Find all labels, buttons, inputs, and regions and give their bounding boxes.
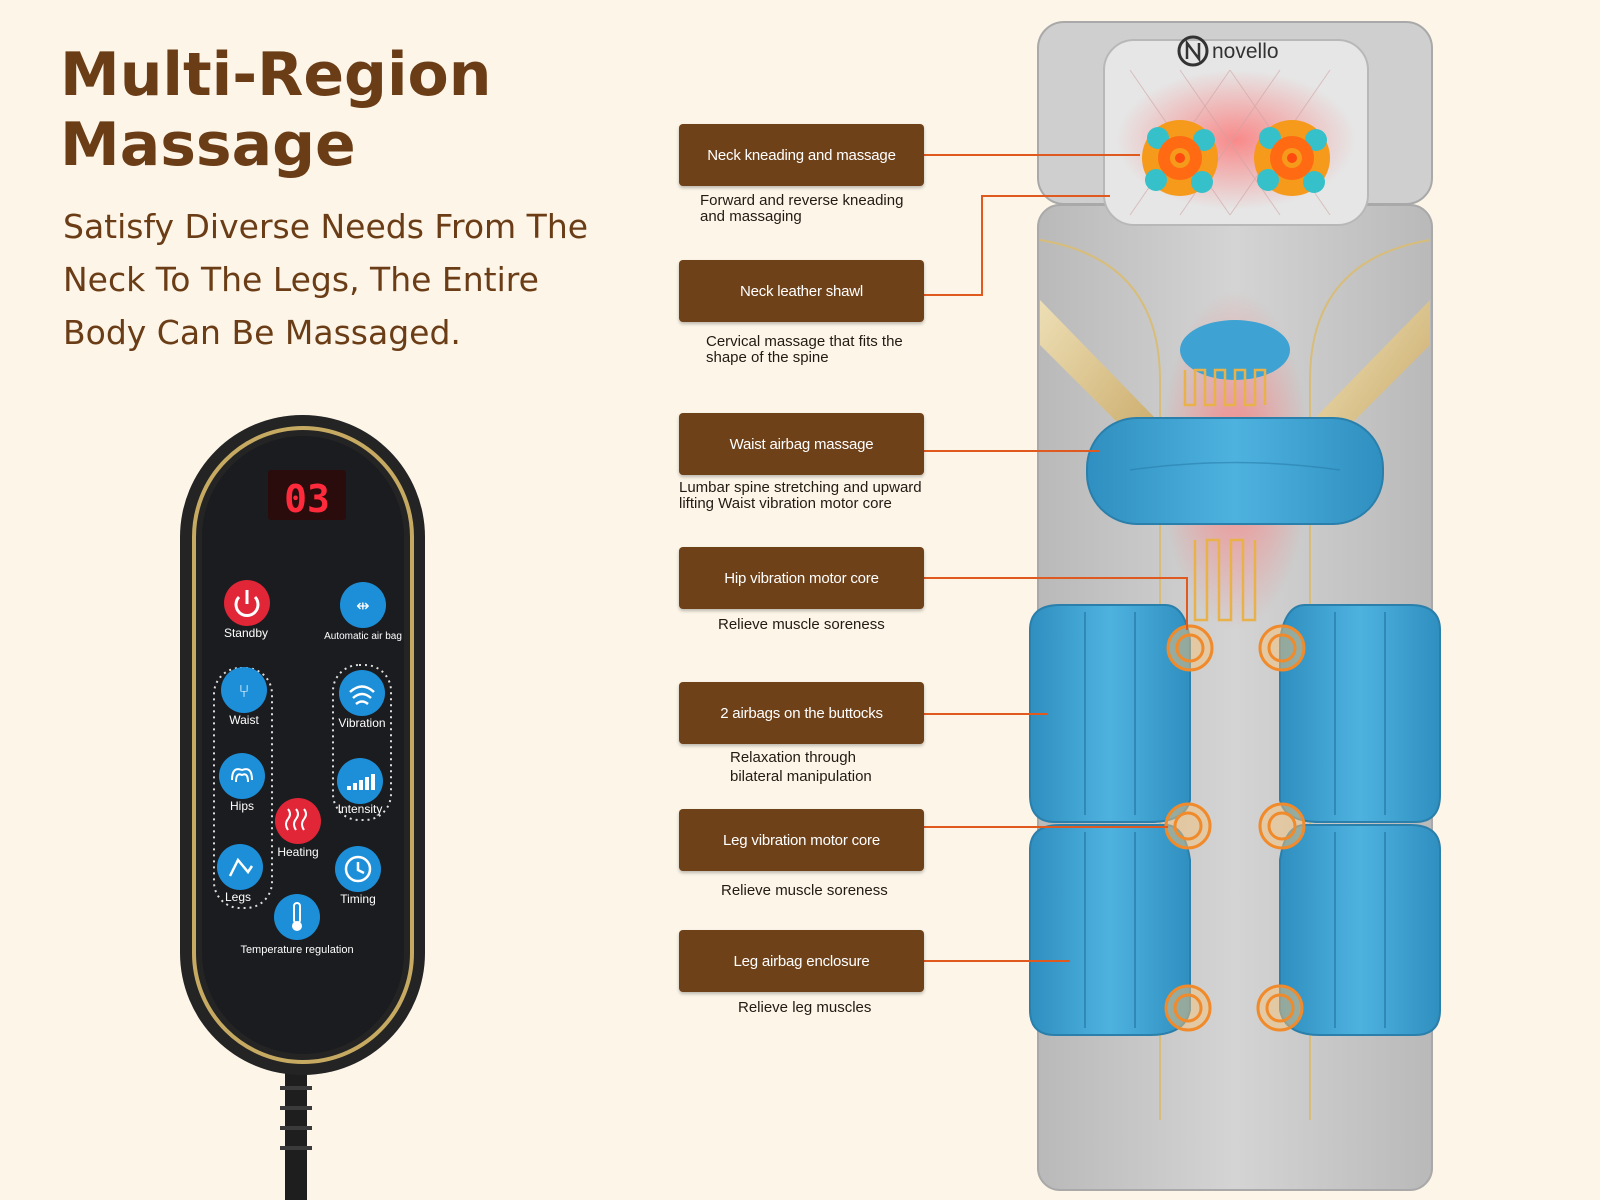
standby-button[interactable]: [224, 580, 270, 626]
callout-leg-motor: Leg vibration motor core: [679, 809, 924, 871]
heat-waves-icon: [285, 808, 307, 831]
temperature-button[interactable]: [274, 894, 320, 940]
desc-waist-airbag: Lumbar spine stretching and upward lifti…: [679, 479, 922, 512]
wifi-waves-icon: [349, 685, 375, 706]
waist-airbag: [1086, 417, 1384, 525]
timing-button[interactable]: [335, 846, 381, 892]
callout-neck-kneading: Neck kneading and massage: [679, 124, 924, 186]
back-airbag: [1180, 320, 1290, 380]
brand-logo: novello: [1177, 35, 1279, 67]
callout-neck-shawl: Neck leather shawl: [679, 260, 924, 322]
brand-name: novello: [1212, 40, 1279, 63]
standby-label: Standby: [224, 626, 268, 640]
callout-buttocks-airbags: 2 airbags on the buttocks: [679, 682, 924, 744]
neck-massage-heads: [1142, 120, 1330, 196]
callout-waist-airbag: Waist airbag massage: [679, 413, 924, 475]
timing-label: Timing: [340, 892, 376, 906]
auto-air-bag-button[interactable]: ⇹: [340, 582, 386, 628]
clock-icon: [344, 855, 372, 883]
vibration-label: Vibration: [338, 716, 385, 730]
intensity-label: Intensity: [338, 802, 383, 816]
temperature-label: Temperature regulation: [240, 944, 353, 956]
desc-leg-motor: Relieve muscle soreness: [721, 882, 888, 899]
hips-button[interactable]: [219, 753, 265, 799]
heating-coil-lower: [1193, 538, 1257, 622]
power-icon: [234, 595, 260, 617]
desc-neck-kneading: Forward and reverse kneading and massagi…: [700, 192, 904, 225]
desc-buttocks-airbags: Relaxation through bilateral manipulatio…: [730, 749, 872, 785]
waist-button[interactable]: ⑂: [221, 667, 267, 713]
hip-airbags: [1029, 604, 1441, 823]
desc-hip-motor: Relieve muscle soreness: [718, 616, 885, 633]
vibration-motors: [1164, 624, 1306, 1032]
legs-icon: [228, 857, 254, 877]
heating-button[interactable]: [275, 798, 321, 844]
massage-mat: novello: [1029, 21, 1441, 1191]
leader-lines: [924, 154, 1188, 962]
page-title: Multi-Region Massage: [60, 40, 492, 180]
vibration-button[interactable]: [339, 670, 385, 716]
signal-bars-icon: [347, 774, 375, 790]
heating-coil-upper: [1183, 368, 1267, 407]
remote-control: 03 Standby ⇹ Automatic air bag ⑂ Waist V…: [180, 415, 425, 1200]
heating-label: Heating: [277, 845, 318, 859]
led-display: [268, 470, 346, 520]
led-display-value: 03: [284, 477, 330, 521]
desc-neck-shawl: Cervical massage that fits the shape of …: [706, 333, 903, 366]
hips-label: Hips: [230, 799, 254, 813]
legs-label: Legs: [225, 890, 251, 904]
callout-leg-airbag: Leg airbag enclosure: [679, 930, 924, 992]
seat-icon: ⑂: [239, 681, 250, 702]
callout-hip-motor: Hip vibration motor core: [679, 547, 924, 609]
desc-leg-airbag: Relieve leg muscles: [738, 999, 872, 1016]
waist-label: Waist: [229, 713, 259, 727]
intensity-button[interactable]: [337, 758, 383, 804]
auto-air-bag-label: Automatic air bag: [324, 631, 402, 642]
hips-icon: [231, 768, 253, 783]
leg-airbags: [1029, 824, 1441, 1036]
page-subtitle: Satisfy Diverse Needs From The Neck To T…: [63, 207, 589, 352]
legs-button[interactable]: [217, 844, 263, 890]
airbag-icon: ⇹: [356, 596, 369, 615]
